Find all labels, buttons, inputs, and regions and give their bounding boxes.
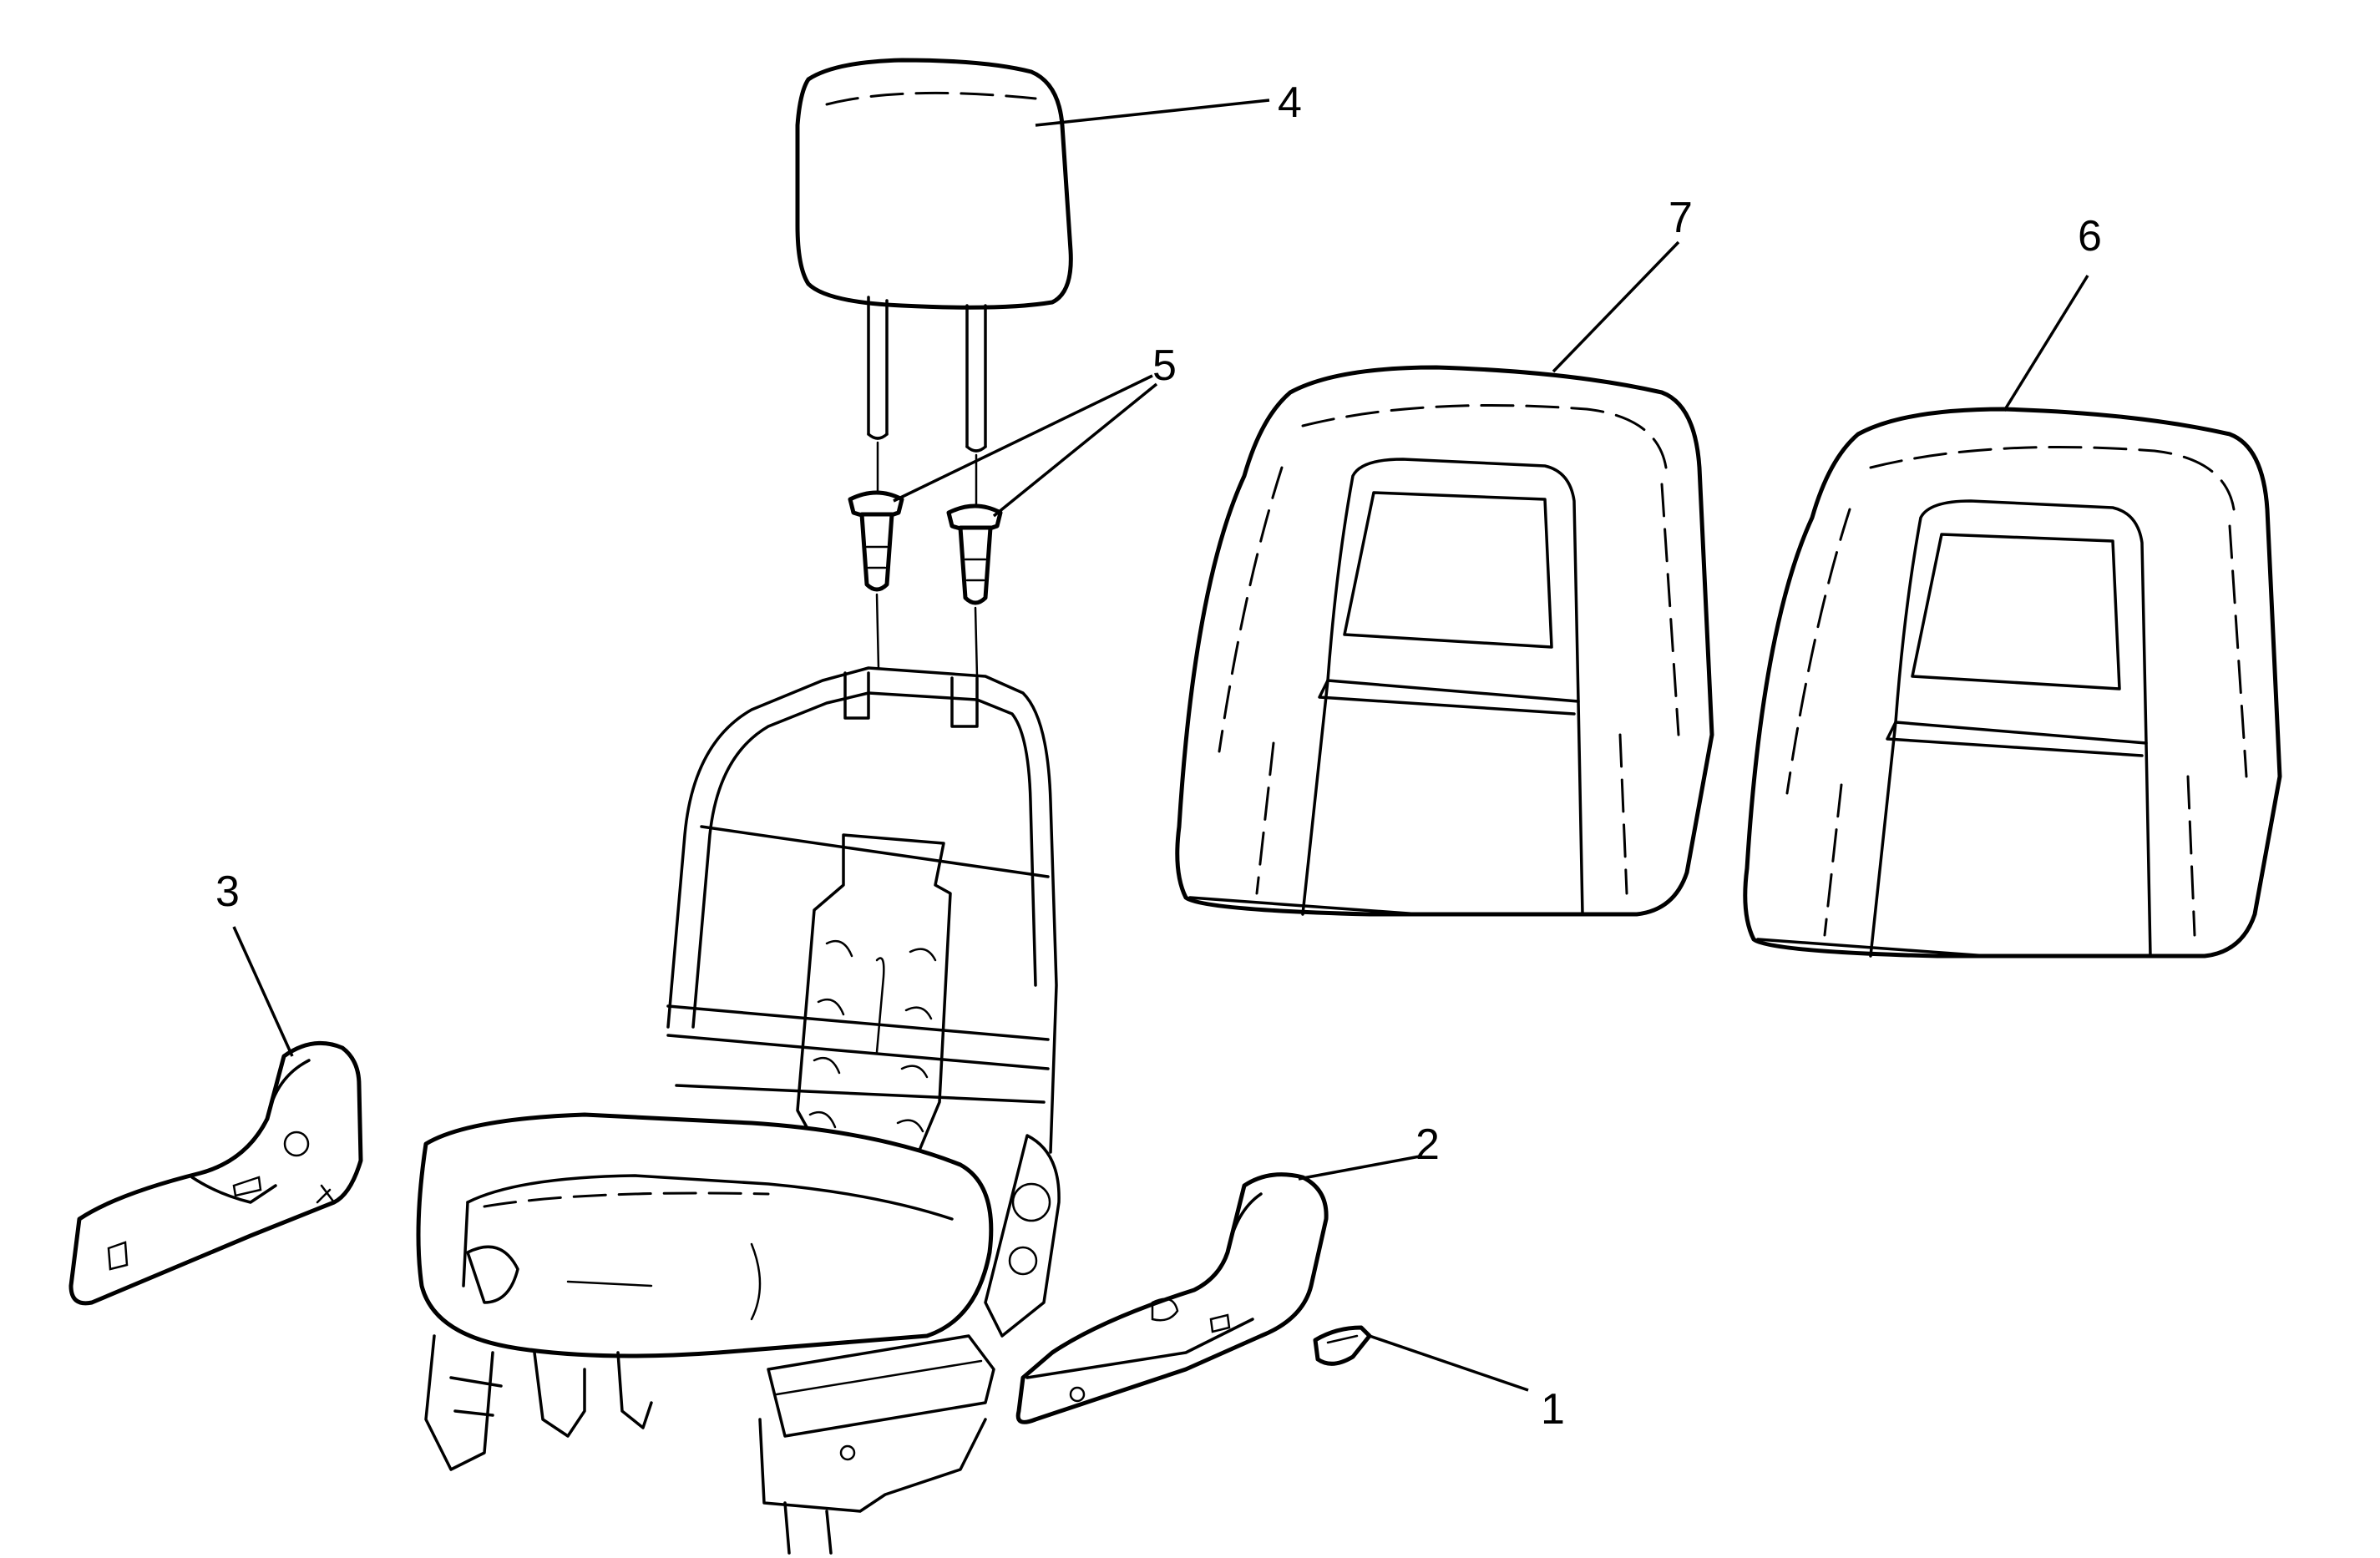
- headrest-guide-left: [848, 441, 904, 670]
- callout-6: 6: [2078, 212, 2102, 261]
- seat-cushion: [416, 1112, 994, 1358]
- seat-track: [424, 1334, 995, 1555]
- outer-trim-panel-right: [1015, 1172, 1329, 1424]
- leader-1: [1369, 1334, 1529, 1392]
- callout-2: 2: [1415, 1120, 1440, 1169]
- leader-4: [1035, 99, 1270, 127]
- callout-5: 5: [1152, 341, 1177, 390]
- callout-7: 7: [1669, 194, 1693, 242]
- leader-lines: [232, 99, 2089, 1392]
- leader-2: [1298, 1155, 1420, 1181]
- headrest: [795, 58, 1073, 453]
- headrest-guide-right: [946, 453, 1003, 678]
- callout-3: 3: [215, 868, 240, 916]
- leader-7: [1552, 240, 1680, 373]
- leader-6: [2003, 275, 2089, 412]
- seat-back-cover-7: [1175, 365, 1714, 917]
- leader-5b: [992, 382, 1158, 518]
- seat-back-cover-6: [1743, 407, 2282, 959]
- callout-4: 4: [1278, 78, 1302, 127]
- leader-3: [232, 926, 294, 1057]
- adjuster-handle: [1313, 1325, 1372, 1366]
- outer-trim-panel-left: [68, 1040, 363, 1306]
- leader-5a: [893, 374, 1153, 503]
- callouts: 1 2 3 4 5 6 7: [215, 78, 2102, 1434]
- callout-1: 1: [1541, 1385, 1565, 1434]
